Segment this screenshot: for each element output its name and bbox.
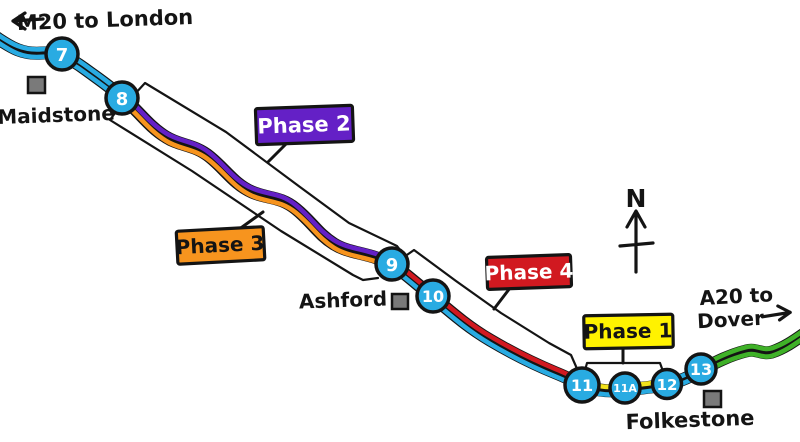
maidstone-marker-square xyxy=(26,75,47,95)
ashford-marker-square xyxy=(390,292,410,311)
east-direction-label: A20 to Dover xyxy=(696,282,792,333)
town-maidstone: Maidstone xyxy=(0,75,115,129)
junction-11: 11 xyxy=(563,366,601,404)
phase1-label-box: Phase 1 xyxy=(582,312,675,351)
phase1-label: Phase 1 xyxy=(583,318,672,344)
junction-12-label: 12 xyxy=(657,376,678,394)
town-folkestone: Folkestone xyxy=(625,389,755,434)
junction-10: 10 xyxy=(415,278,451,314)
dover-label: Dover xyxy=(696,306,764,333)
junction-11a: 11A xyxy=(608,371,642,405)
phase4-pointer-line xyxy=(492,286,512,311)
west-direction-label: M20 to London xyxy=(11,5,194,35)
north-indicator: N xyxy=(618,184,655,274)
junction-13-label: 13 xyxy=(690,360,712,379)
junction-10-label: 10 xyxy=(422,287,444,306)
junction-12: 12 xyxy=(650,367,684,401)
phase3-label: Phase 3 xyxy=(175,231,265,260)
west-arrow-icon xyxy=(11,11,45,31)
north-label: N xyxy=(626,184,647,213)
phase4-extent-bracket xyxy=(402,248,580,373)
folkestone-marker-square xyxy=(702,389,723,409)
road-phase2-phase3-segment xyxy=(115,90,401,272)
m20-to-london-label: M20 to London xyxy=(16,5,193,35)
junction-7: 7 xyxy=(44,36,80,72)
phase3-extent-bracket xyxy=(108,104,380,282)
phase4-label: Phase 4 xyxy=(484,258,574,285)
junction-13: 13 xyxy=(684,352,718,386)
a20-to-label: A20 to xyxy=(699,282,774,310)
junction-11-label: 11 xyxy=(571,376,593,395)
junction-9-label: 9 xyxy=(386,255,399,276)
phase4-label-box: Phase 4 xyxy=(484,253,574,291)
junction-8: 8 xyxy=(104,80,140,116)
phase2-label-box: Phase 2 xyxy=(253,103,356,147)
junction-7-label: 7 xyxy=(56,45,69,66)
folkestone-label: Folkestone xyxy=(625,406,755,434)
phase2-pointer-line xyxy=(266,140,290,164)
town-ashford: Ashford xyxy=(298,286,410,314)
phase2-label: Phase 2 xyxy=(257,111,351,138)
maidstone-label: Maidstone xyxy=(0,101,115,129)
junction-9: 9 xyxy=(374,246,410,282)
junction-8-label: 8 xyxy=(116,89,129,110)
phase2-extent-bracket xyxy=(132,81,406,257)
phase3-label-box: Phase 3 xyxy=(174,225,267,266)
north-arrow-icon xyxy=(618,209,655,274)
east-arrow-icon xyxy=(760,304,792,322)
ashford-label: Ashford xyxy=(298,286,387,313)
road-a20-segment xyxy=(694,328,800,377)
junction-11a-label: 11A xyxy=(613,382,637,395)
